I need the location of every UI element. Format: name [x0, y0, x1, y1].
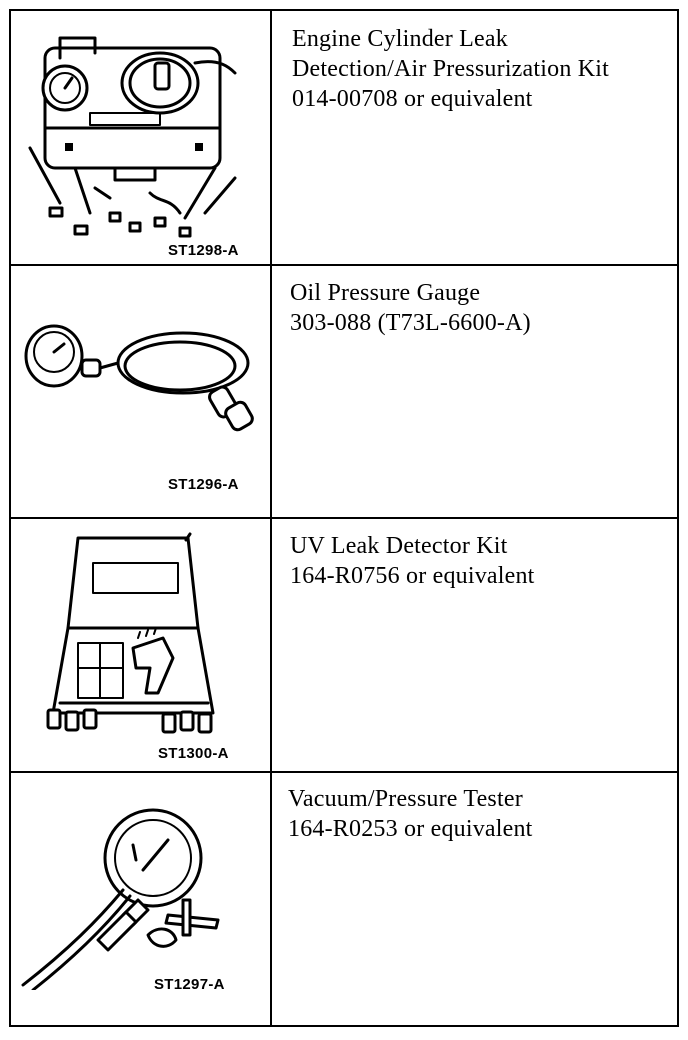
tool-name-line: 303-088 (T73L-6600-A): [290, 310, 531, 336]
tool-name-line: Engine Cylinder Leak: [292, 26, 508, 52]
tool-name-line: UV Leak Detector Kit: [290, 533, 508, 559]
tool-name-line: Vacuum/Pressure Tester: [288, 786, 523, 812]
tool-description: Vacuum/Pressure Tester 164-R0253 or equi…: [288, 784, 533, 844]
vacuum-pressure-tester-illustration: [21, 808, 220, 990]
figure-code: ST1300-A: [158, 745, 229, 762]
oil-pressure-gauge-illustration: [24, 324, 254, 432]
tool-name-line: Detection/Air Pressurization Kit: [292, 56, 609, 82]
tool-description: UV Leak Detector Kit 164-R0756 or equiva…: [290, 531, 535, 591]
row-divider: [9, 517, 679, 519]
row-divider: [9, 771, 679, 773]
tool-name-line: Oil Pressure Gauge: [290, 280, 481, 306]
tool-description: Engine Cylinder Leak Detection/Air Press…: [292, 24, 609, 114]
tool-description: Oil Pressure Gauge 303-088 (T73L-6600-A): [290, 278, 531, 338]
leak-detection-kit-illustration: [28, 36, 237, 238]
tool-name-line: 164-R0756 or equivalent: [290, 563, 535, 589]
tool-name-line: 014-00708 or equivalent: [292, 86, 533, 112]
row-divider: [9, 264, 679, 266]
figure-code: ST1296-A: [168, 476, 239, 493]
uv-leak-detector-kit-illustration: [46, 532, 215, 734]
figure-code: ST1298-A: [168, 242, 239, 259]
figure-code: ST1297-A: [154, 976, 225, 993]
tool-name-line: 164-R0253 or equivalent: [288, 816, 533, 842]
